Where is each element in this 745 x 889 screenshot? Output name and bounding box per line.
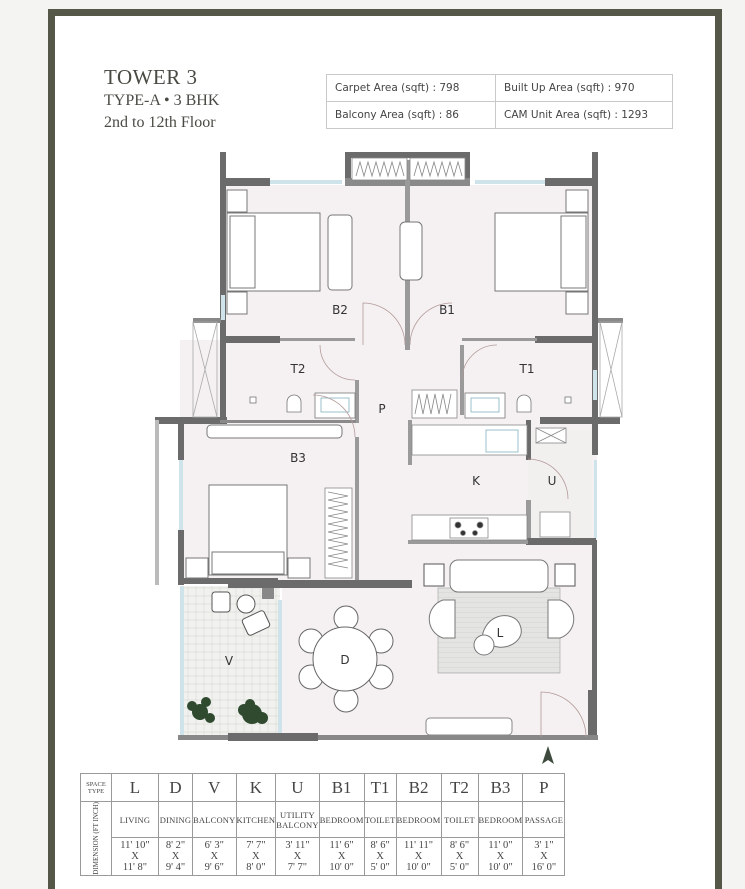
- col-name: BEDROOM: [477, 800, 524, 839]
- col-code: T2: [440, 773, 479, 802]
- col-name: LIVING: [111, 800, 159, 839]
- col-name: BEDROOM: [395, 800, 442, 839]
- dining-furniture: [298, 605, 394, 713]
- col-code: B1: [318, 773, 365, 802]
- tower-title: TOWER 3: [104, 65, 198, 89]
- col-code: K: [235, 773, 277, 802]
- carpet-area: Carpet Area (sqft) : 798: [326, 74, 496, 102]
- room-label-l: L: [497, 626, 504, 640]
- beds: [185, 189, 589, 579]
- col-code: B3: [477, 773, 524, 802]
- cam-unit-area: CAM Unit Area (sqft) : 1293: [495, 101, 673, 129]
- plan-title-block: TOWER 3 TYPE-A • 3 BHK 2nd to 12th Floor: [104, 67, 219, 131]
- col-name: BEDROOM: [318, 800, 365, 839]
- room-label-d: D: [340, 653, 349, 667]
- area-summary-table: Carpet Area (sqft) : 798 Built Up Area (…: [326, 74, 673, 129]
- windows: [179, 180, 597, 538]
- col-name: KITCHEN: [235, 800, 277, 839]
- wardrobes: [324, 157, 466, 579]
- side-ducts: [192, 321, 623, 418]
- room-label-b3: B3: [290, 451, 306, 465]
- dimension-table: SPACE TYPE L D V K U B1 T1 B2 T2 B3 P DI…: [80, 773, 566, 876]
- room-label-k: K: [472, 474, 481, 488]
- col-code: L: [111, 773, 159, 802]
- room-label-t2: T2: [290, 362, 306, 376]
- col-name: PASSAGE: [522, 800, 566, 839]
- col-name: DINING: [158, 800, 193, 839]
- room-label-b1: B1: [439, 303, 455, 317]
- col-name: TOILET: [440, 800, 479, 839]
- north-arrow-icon: [542, 746, 554, 764]
- col-code: D: [158, 773, 193, 802]
- balcony-furniture: [211, 588, 274, 636]
- col-name: UTILITY BALCONY: [275, 800, 320, 839]
- room-label-u: U: [548, 474, 557, 488]
- col-name: BALCONY: [192, 800, 237, 839]
- room-label-p: P: [378, 402, 385, 416]
- col-code: B2: [395, 773, 442, 802]
- space-type-header: SPACE TYPE: [80, 773, 112, 802]
- col-code: T1: [363, 773, 397, 802]
- room-label-b2: B2: [332, 303, 348, 317]
- plant-icons: [187, 697, 268, 724]
- col-code: U: [275, 773, 320, 802]
- balcony-area: Balcony Area (sqft) : 86: [326, 101, 496, 129]
- kitchen-counters: [411, 424, 571, 541]
- unit-type: TYPE-A • 3 BHK: [104, 92, 220, 109]
- col-code: V: [192, 773, 237, 802]
- floor-range: 2nd to 12th Floor: [104, 114, 216, 131]
- room-label-v: V: [225, 654, 234, 668]
- built-up-area: Built Up Area (sqft) : 970: [495, 74, 673, 102]
- col-code: P: [522, 773, 566, 802]
- room-label-t1: T1: [519, 362, 535, 376]
- col-name: TOILET: [363, 800, 397, 839]
- doors: [312, 302, 587, 738]
- living-furniture: [423, 559, 576, 736]
- dimension-header: DIMENSION (FT INCH): [80, 801, 112, 876]
